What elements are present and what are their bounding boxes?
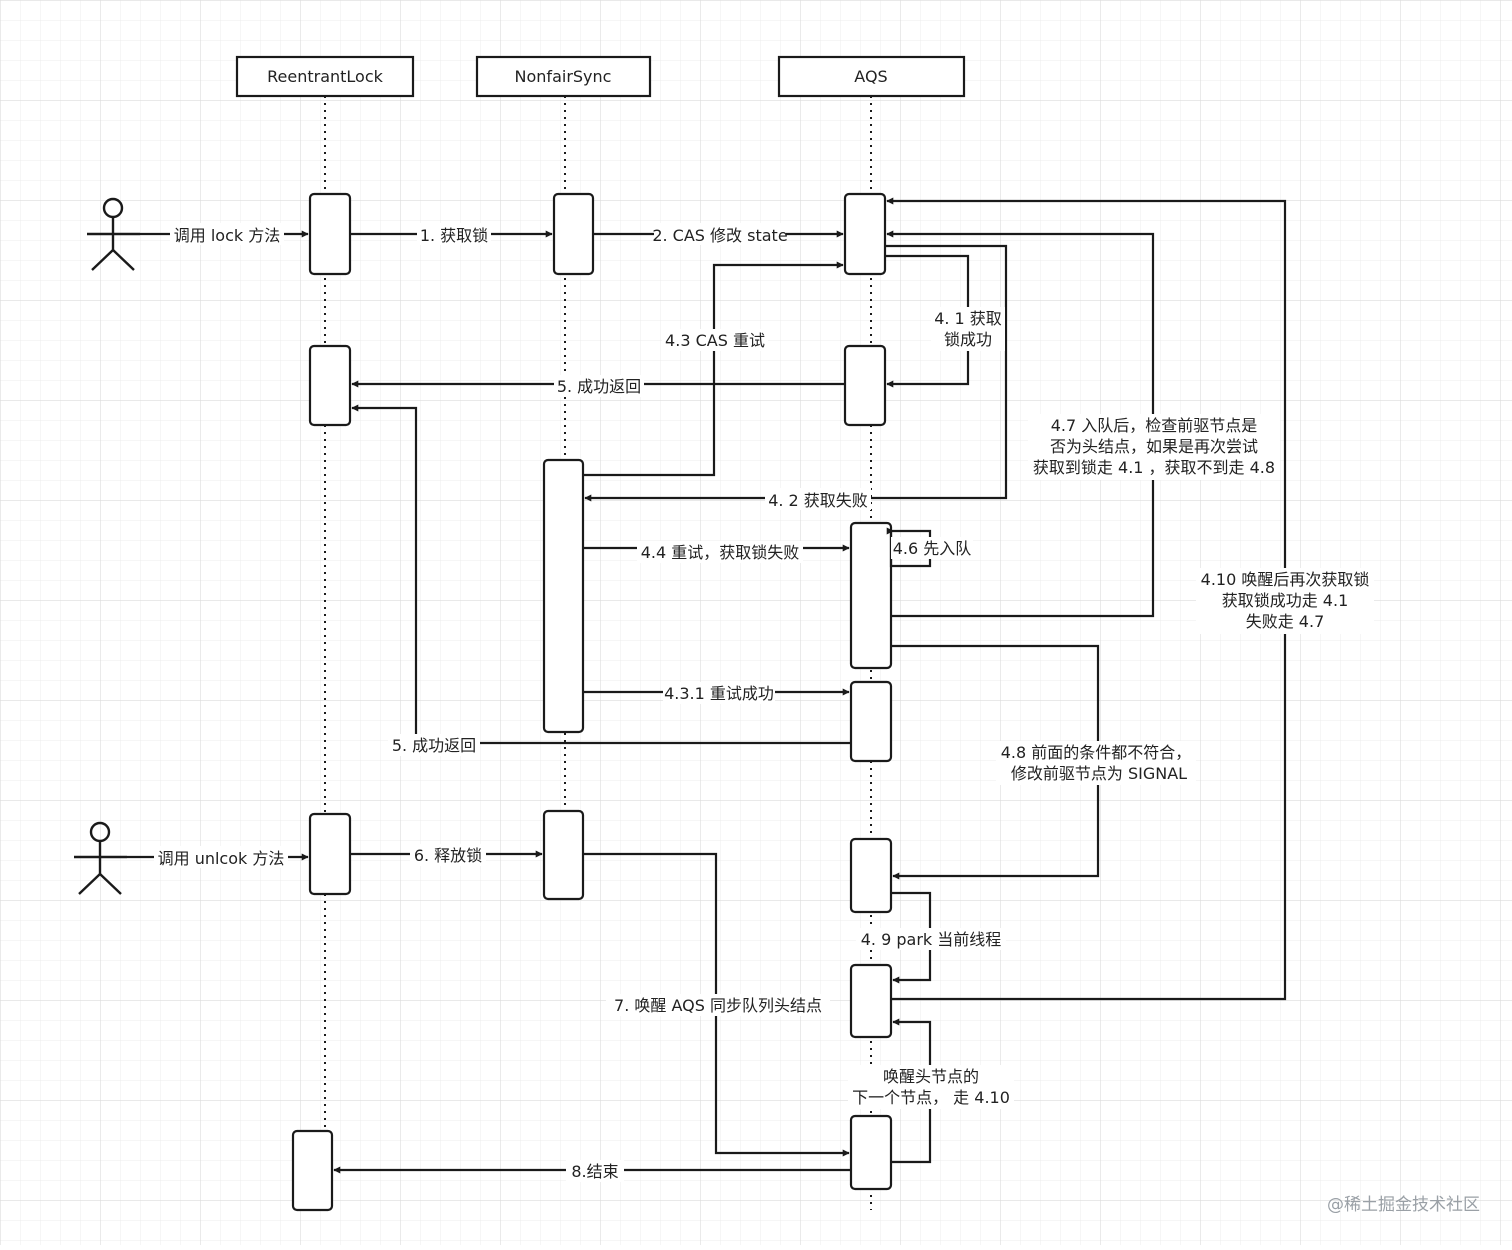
svg-text:4. 1 获取: 4. 1 获取: [934, 309, 1002, 328]
participant-nonfairsync[interactable]: NonfairSync: [475, 55, 652, 98]
label-m4-6: 4.6 先入队: [891, 537, 973, 559]
label-m4-1: 4. 1 获取 锁成功: [931, 307, 1005, 351]
label-m5b: 5. 成功返回: [388, 734, 480, 756]
activation-aqs-7: [849, 1114, 893, 1191]
svg-text:5. 成功返回: 5. 成功返回: [392, 736, 476, 755]
svg-text:获取锁成功走 4.1: 获取锁成功走 4.1: [1222, 591, 1349, 610]
svg-text:唤醒头节点的: 唤醒头节点的: [883, 1067, 979, 1086]
svg-text:5. 成功返回: 5. 成功返回: [557, 377, 641, 396]
label-m4-9: 4. 9 park 当前线程: [856, 928, 1006, 950]
activation-ns-2: [542, 458, 585, 734]
svg-text:8.结束: 8.结束: [571, 1162, 618, 1181]
watermark: @稀土掘金技术社区: [1327, 1195, 1480, 1215]
label-m4-8: 4.8 前面的条件都不符合， 修改前驱节点为 SIGNAL: [996, 741, 1196, 785]
svg-text:1. 获取锁: 1. 获取锁: [420, 226, 488, 245]
svg-text:获取到锁走 4.1 ，获取不到走 4.8: 获取到锁走 4.1 ，获取不到走 4.8: [1033, 458, 1275, 477]
label-wake-next: 唤醒头节点的 下一个节点， 走 4.10: [848, 1065, 1014, 1109]
activation-ns-3: [542, 809, 585, 901]
activation-rl-4: [291, 1129, 334, 1212]
label-m8: 8.结束: [566, 1160, 624, 1182]
participant-aqs[interactable]: AQS: [777, 55, 966, 98]
activation-rl-1: [308, 192, 352, 276]
participant-label: NonfairSync: [515, 67, 612, 86]
actor-lock-caller: [87, 197, 140, 271]
label-call-lock: 调用 lock 方法: [170, 223, 284, 245]
msg-4-6-enqueue: [886, 527, 932, 568]
label-m4-10: 4.10 唤醒后再次获取锁 获取锁成功走 4.1 失败走 4.7: [1196, 568, 1374, 634]
svg-text:否为头结点，如果是再次尝试: 否为头结点，如果是再次尝试: [1050, 437, 1258, 456]
label-m4-4: 4.4 重试，获取锁失败: [637, 541, 803, 563]
svg-text:6. 释放锁: 6. 释放锁: [414, 846, 482, 865]
activation-rl-2: [308, 344, 352, 427]
participant-label: ReentrantLock: [267, 67, 384, 86]
label-m4-3-1: 4.3.1 重试成功: [663, 682, 775, 704]
label-call-unlock: 调用 unlcok 方法: [154, 846, 288, 868]
activation-aqs-1: [843, 192, 887, 276]
label-m4-7: 4.7 入队后，检查前驱节点是 否为头结点，如果是再次尝试 获取到锁走 4.1 …: [1028, 414, 1280, 480]
label-m7: 7. 唤醒 AQS 同步队列头结点: [606, 994, 830, 1016]
label-m4-3: 4.3 CAS 重试: [662, 329, 768, 351]
activation-rl-3: [308, 812, 352, 896]
svg-text:失败走 4.7: 失败走 4.7: [1246, 612, 1325, 631]
participant-reentrantlock[interactable]: ReentrantLock: [235, 55, 415, 98]
activation-aqs-2: [843, 344, 887, 427]
svg-text:锁成功: 锁成功: [944, 330, 992, 349]
msg-5-return-b: [351, 404, 851, 745]
label-m5a: 5. 成功返回: [554, 375, 644, 397]
svg-text:4.6 先入队: 4.6 先入队: [893, 539, 972, 558]
label-m1: 1. 获取锁: [417, 223, 491, 245]
activation-aqs-6: [849, 963, 893, 1039]
msg-4-3-cas-retry: [583, 261, 844, 477]
svg-text:4.4 重试，获取锁失败: 4.4 重试，获取锁失败: [641, 543, 800, 562]
svg-text:7. 唤醒 AQS 同步队列头结点: 7. 唤醒 AQS 同步队列头结点: [614, 996, 822, 1015]
svg-text:调用 unlcok 方法: 调用 unlcok 方法: [158, 849, 285, 868]
svg-text:修改前驱节点为 SIGNAL: 修改前驱节点为 SIGNAL: [1011, 764, 1187, 783]
svg-text:2. CAS 修改 state: 2. CAS 修改 state: [652, 226, 787, 245]
svg-text:4. 2 获取失败: 4. 2 获取失败: [768, 491, 868, 510]
activation-ns-1: [552, 192, 595, 276]
participant-label: AQS: [854, 67, 887, 86]
svg-text:4.7 入队后，检查前驱节点是: 4.7 入队后，检查前驱节点是: [1051, 416, 1258, 435]
label-m2: 2. CAS 修改 state: [652, 223, 788, 245]
label-m6: 6. 释放锁: [410, 844, 486, 866]
svg-text:4.3.1 重试成功: 4.3.1 重试成功: [664, 684, 774, 703]
label-m4-2: 4. 2 获取失败: [765, 488, 871, 510]
svg-text:调用 lock 方法: 调用 lock 方法: [174, 226, 280, 245]
activation-aqs-4: [849, 680, 893, 763]
actor-unlock-caller: [74, 821, 127, 895]
svg-text:4.8 前面的条件都不符合，: 4.8 前面的条件都不符合，: [1001, 743, 1192, 762]
svg-text:下一个节点， 走 4.10: 下一个节点， 走 4.10: [852, 1088, 1010, 1107]
activation-aqs-5: [849, 837, 893, 914]
svg-text:4. 9 park 当前线程: 4. 9 park 当前线程: [861, 930, 1002, 949]
svg-text:4.3 CAS 重试: 4.3 CAS 重试: [665, 331, 765, 350]
activation-aqs-3: [849, 521, 893, 670]
svg-text:4.10 唤醒后再次获取锁: 4.10 唤醒后再次获取锁: [1201, 570, 1370, 589]
